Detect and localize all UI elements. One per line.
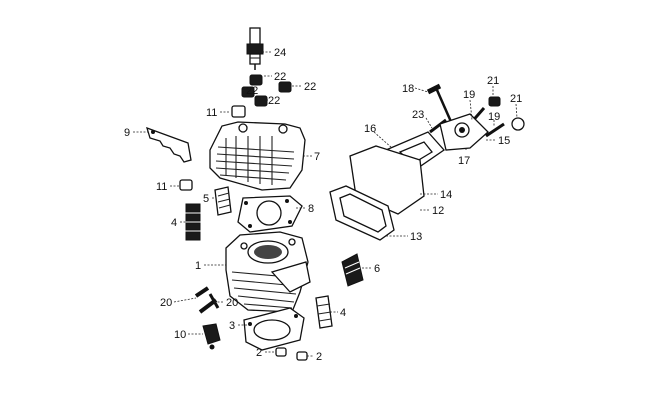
callout-22: 22	[246, 85, 258, 97]
spacer-stack-part	[185, 203, 201, 241]
callout-14: 14	[440, 189, 452, 201]
callout-21: 21	[487, 75, 499, 87]
callout-3: 3	[229, 320, 235, 332]
cap-part	[231, 105, 246, 118]
callout-21: 21	[510, 93, 522, 105]
callout-4: 4	[340, 307, 346, 319]
callout-6: 6	[374, 263, 380, 275]
callout-19: 19	[488, 111, 500, 123]
callout-22: 22	[304, 81, 316, 93]
spark-plug-part	[246, 27, 264, 70]
cap-part	[179, 179, 193, 191]
long-bolt-part	[426, 83, 454, 125]
callout-2: 2	[256, 347, 262, 359]
callout-5: 5	[203, 193, 209, 205]
intake-manifold-part	[439, 113, 489, 151]
callout-11: 11	[206, 107, 217, 119]
nut-part	[488, 96, 501, 107]
callout-7: 7	[314, 151, 320, 163]
head-gasket-part	[237, 195, 303, 233]
callout-12: 12	[432, 205, 444, 217]
manifold-gasket-part	[329, 185, 395, 241]
callout-9: 9	[124, 127, 130, 139]
short-bolt-part	[429, 118, 447, 134]
callout-8: 8	[308, 203, 314, 215]
block-part	[214, 186, 232, 216]
callout-19: 19	[463, 89, 475, 101]
callout-13: 13	[410, 231, 422, 243]
callout-18: 18	[402, 83, 414, 95]
callout-20: 20	[226, 297, 238, 309]
nut-part	[511, 117, 525, 131]
callout-2: 2	[316, 351, 322, 363]
stud-part	[485, 122, 505, 138]
cylinder-part	[225, 231, 311, 313]
cylinder-head-nuts	[241, 74, 292, 107]
cylinder-head-part	[209, 121, 306, 191]
callout-22: 22	[268, 95, 280, 107]
dowel-pin-part	[296, 351, 308, 361]
callout-10: 10	[174, 329, 186, 341]
dowel-pin-part	[275, 347, 287, 357]
callout-labels: 24 22 22 22 22 11 9 7 11 5 8 4 1 6 20 20…	[124, 47, 522, 363]
callout-1: 1	[195, 260, 201, 272]
bracket-part	[146, 126, 192, 163]
callout-16: 16	[364, 123, 376, 135]
reed-block-part	[341, 253, 364, 287]
stud-bolts-part	[194, 286, 220, 314]
callout-23: 23	[412, 109, 424, 121]
callout-22: 22	[274, 71, 286, 83]
callout-15: 15	[498, 135, 510, 147]
callout-20: 20	[160, 297, 172, 309]
leader-lines	[133, 51, 518, 357]
spacer-part	[315, 295, 333, 329]
callout-17: 17	[458, 155, 470, 167]
callout-4: 4	[171, 217, 177, 229]
callout-24: 24	[274, 47, 286, 59]
fitting-part	[202, 323, 221, 350]
callout-11: 11	[156, 181, 167, 193]
base-gasket-part	[243, 307, 305, 351]
